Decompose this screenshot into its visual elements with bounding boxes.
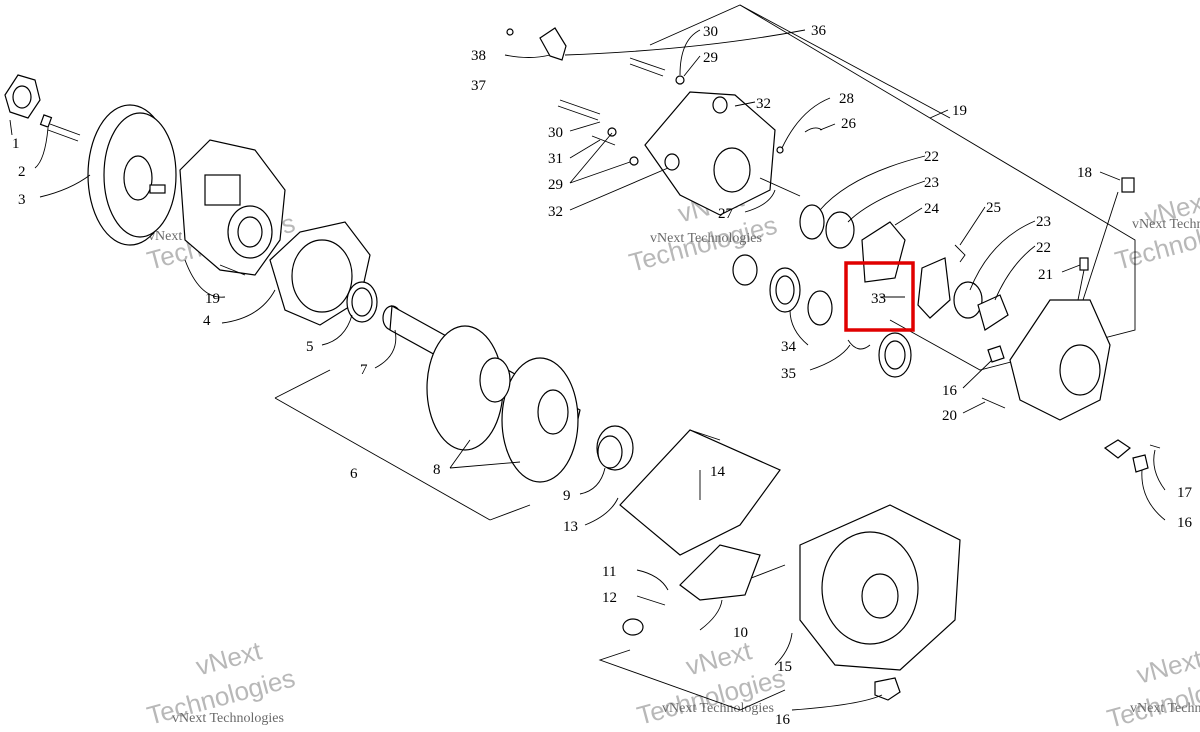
callout-16: 16 xyxy=(942,383,958,399)
callout-23: 23 xyxy=(1036,214,1051,230)
callout-32: 32 xyxy=(548,204,563,220)
callout-38: 38 xyxy=(471,48,486,64)
callout-6: 6 xyxy=(350,466,358,482)
callout-37: 37 xyxy=(471,78,487,94)
callout-29: 29 xyxy=(703,50,718,66)
callout-16: 16 xyxy=(1177,515,1193,531)
callout-36: 36 xyxy=(811,23,827,39)
callout-28: 28 xyxy=(839,91,854,107)
callout-24: 24 xyxy=(924,201,940,217)
callout-35: 35 xyxy=(781,366,796,382)
part-screw-38 xyxy=(506,28,514,36)
part-seals-34-35 xyxy=(732,254,912,378)
part-nuts-16-20-17 xyxy=(981,345,1161,473)
callout-30: 30 xyxy=(548,125,563,141)
part-bracket-10 xyxy=(622,544,761,636)
part-bolts-30-29 xyxy=(557,57,685,166)
watermark-caption: vNext Technologies xyxy=(172,711,284,726)
callout-26: 26 xyxy=(841,116,857,132)
callout-27: 27 xyxy=(718,206,734,222)
part-gearcase-cover xyxy=(1009,264,1111,421)
callout-1: 1 xyxy=(12,136,20,152)
callout-22: 22 xyxy=(924,149,939,165)
callout-30: 30 xyxy=(703,24,718,40)
watermark-caption: vNext Technologies xyxy=(1132,217,1200,232)
callout-13: 13 xyxy=(563,519,578,535)
callout-3: 3 xyxy=(18,192,26,208)
callout-labels: 1 2 3 4 5 6 7 8 9 10 11 12 13 14 15 16 1… xyxy=(12,23,1193,728)
callout-34: 34 xyxy=(781,339,797,355)
callout-8: 8 xyxy=(433,462,441,478)
callout-19: 19 xyxy=(952,103,967,119)
callout-32: 32 xyxy=(756,96,771,112)
part-sensor-37 xyxy=(539,27,567,61)
callout-20: 20 xyxy=(942,408,957,424)
callout-15: 15 xyxy=(777,659,792,675)
part-bolt-2 xyxy=(39,114,81,142)
callout-16: 16 xyxy=(775,712,791,728)
part-seal-5 xyxy=(346,281,378,323)
leader-lines xyxy=(9,29,1166,711)
part-bearing-9 xyxy=(596,425,634,471)
callout-29: 29 xyxy=(548,177,563,193)
callout-25: 25 xyxy=(986,200,1001,216)
callout-4: 4 xyxy=(203,313,211,329)
callout-10: 10 xyxy=(733,625,748,641)
part-nut-16-bottom xyxy=(874,677,901,701)
part-caliper-bracket xyxy=(644,91,776,216)
callout-7: 7 xyxy=(360,362,368,378)
part-sprockets-8 xyxy=(426,325,579,483)
part-gearcase xyxy=(799,504,961,671)
watermark-caption: vNext Technologies xyxy=(1130,701,1200,716)
callout-9: 9 xyxy=(563,488,571,504)
callout-23: 23 xyxy=(924,175,939,191)
part-brake-pad-24 xyxy=(861,221,906,283)
callout-19: 19 xyxy=(205,291,220,307)
callout-17: 17 xyxy=(1177,485,1193,501)
callout-21: 21 xyxy=(1038,267,1053,283)
watermark-caption: vNext Technologies xyxy=(650,231,762,246)
part-sheave-3 xyxy=(87,104,177,246)
part-nut-1 xyxy=(4,74,41,119)
callout-12: 12 xyxy=(602,590,617,606)
watermark-caption: vNext Technologies xyxy=(662,701,774,716)
part-plug-18-21 xyxy=(1079,177,1135,301)
callout-2: 2 xyxy=(18,164,26,180)
part-spring-25 xyxy=(954,244,966,263)
part-chaincase-19 xyxy=(179,139,286,276)
callout-11: 11 xyxy=(602,564,616,580)
callout-33: 33 xyxy=(871,291,886,307)
callout-18: 18 xyxy=(1077,165,1092,181)
callout-22: 22 xyxy=(1036,240,1051,256)
callout-5: 5 xyxy=(306,339,314,355)
part-pad-plate-33 xyxy=(917,257,951,319)
callout-31: 31 xyxy=(548,151,563,167)
part-gasket-4 xyxy=(269,221,371,326)
part-rings-22-23 xyxy=(799,204,1009,331)
highlight-box-33 xyxy=(844,261,915,332)
callout-14: 14 xyxy=(710,464,726,480)
